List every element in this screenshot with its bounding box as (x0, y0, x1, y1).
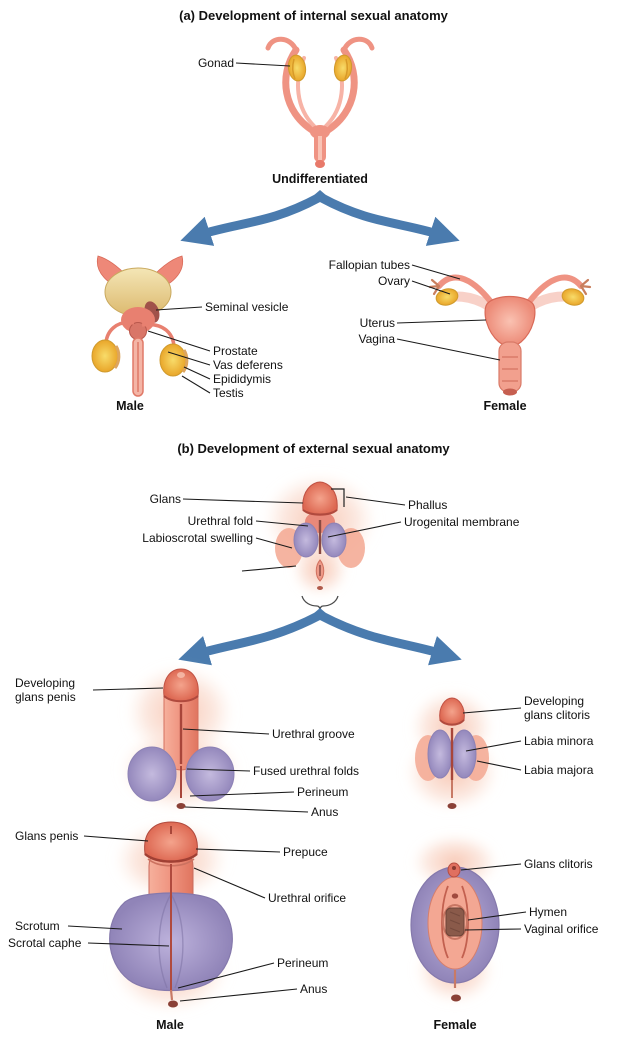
leader-lines (67, 62, 527, 1002)
label-fallopian-tubes: Fallopian tubes (328, 258, 410, 272)
female-external-illustration (410, 834, 500, 1004)
label-labia-minora: Labia minora (524, 734, 594, 748)
undifferentiated-external-illustration (262, 472, 378, 596)
label-epididymis: Epididymis (213, 372, 272, 386)
labia-minora-left (427, 729, 453, 779)
urethral-fold-right (321, 522, 347, 558)
caption-male-internal: Male (116, 399, 144, 413)
label-fused-urethral-folds: Fused urethral folds (253, 764, 360, 778)
label-phallus: Phallus (408, 498, 448, 512)
label-glans: Glans (149, 492, 181, 506)
label-perineum-developing: Perineum (297, 785, 349, 799)
label-scrotum: Scrotum (15, 919, 60, 933)
female-internal-illustration (428, 274, 592, 396)
label-scrotal-raphe: Scrotal caphe (8, 936, 82, 950)
caption-female-internal: Female (483, 399, 527, 413)
scrotal-swelling-right (185, 746, 235, 802)
label-anus-final: Anus (300, 982, 328, 996)
caption-undifferentiated: Undifferentiated (272, 172, 368, 186)
label-labioscrotal-swelling: Labioscrotal swelling (142, 531, 253, 545)
developing-female-external-illustration (404, 689, 500, 812)
label-developing-glans-clitoris: Developing glans clitoris (524, 694, 591, 723)
anus-dot (168, 1000, 178, 1008)
label-vas-deferens: Vas deferens (213, 358, 283, 372)
label-prostate: Prostate (213, 344, 258, 358)
label-prepuce: Prepuce (283, 845, 328, 859)
scrotal-swelling-left (127, 746, 177, 802)
male-internal-illustration (91, 255, 189, 397)
ovary-left (435, 288, 459, 306)
caption-female-external: Female (433, 1018, 477, 1032)
label-ovary: Ovary (377, 274, 410, 288)
phallus-bracket (331, 488, 345, 507)
label-seminal-vesicle: Seminal vesicle (205, 300, 289, 314)
undifferentiated-internal-illustration (265, 36, 375, 168)
label-anus-developing: Anus (311, 805, 339, 819)
label-urogenital-membrane: Urogenital membrane (404, 515, 520, 529)
label-vaginal-orifice: Vaginal orifice (524, 922, 599, 936)
uterus-shape (484, 295, 536, 347)
anus-dot (176, 803, 186, 809)
anus-dot (451, 994, 461, 1002)
label-uterus: Uterus (359, 316, 395, 330)
label-labia-majora: Labia majora (524, 763, 594, 777)
label-glans-clitoris: Glans clitoris (524, 857, 593, 871)
label-perineum-final: Perineum (277, 956, 329, 970)
label-urethral-groove: Urethral groove (272, 727, 355, 741)
anus-dot (447, 803, 457, 809)
branch-arrows-external (178, 608, 462, 666)
label-urethral-fold: Urethral fold (187, 514, 253, 528)
caption-male-external: Male (156, 1018, 184, 1032)
hymen-ring (442, 904, 468, 940)
label-hymen: Hymen (529, 905, 568, 919)
ovary-right (561, 288, 585, 306)
urethral-orifice-dot (451, 893, 459, 899)
urethral-fold-left (293, 522, 319, 558)
section-a-title: (a) Development of internal sexual anato… (179, 8, 448, 23)
section-b-title: (b) Development of external sexual anato… (177, 441, 450, 456)
developing-male-external-illustration (118, 664, 242, 812)
label-testis: Testis (213, 386, 244, 400)
label-urethral-orifice: Urethral orifice (268, 891, 347, 905)
vagina-shape (498, 341, 522, 393)
fallopian-tube-right (526, 274, 584, 305)
label-glans-penis: Glans penis (15, 829, 79, 843)
label-gonad: Gonad (197, 56, 234, 70)
branch-arrows-internal (180, 190, 460, 246)
label-vagina: Vagina (358, 332, 395, 346)
fallopian-tube-left (436, 274, 494, 305)
labia-minora-right (451, 729, 477, 779)
label-developing-glans-penis: Developing glans penis (15, 676, 76, 705)
